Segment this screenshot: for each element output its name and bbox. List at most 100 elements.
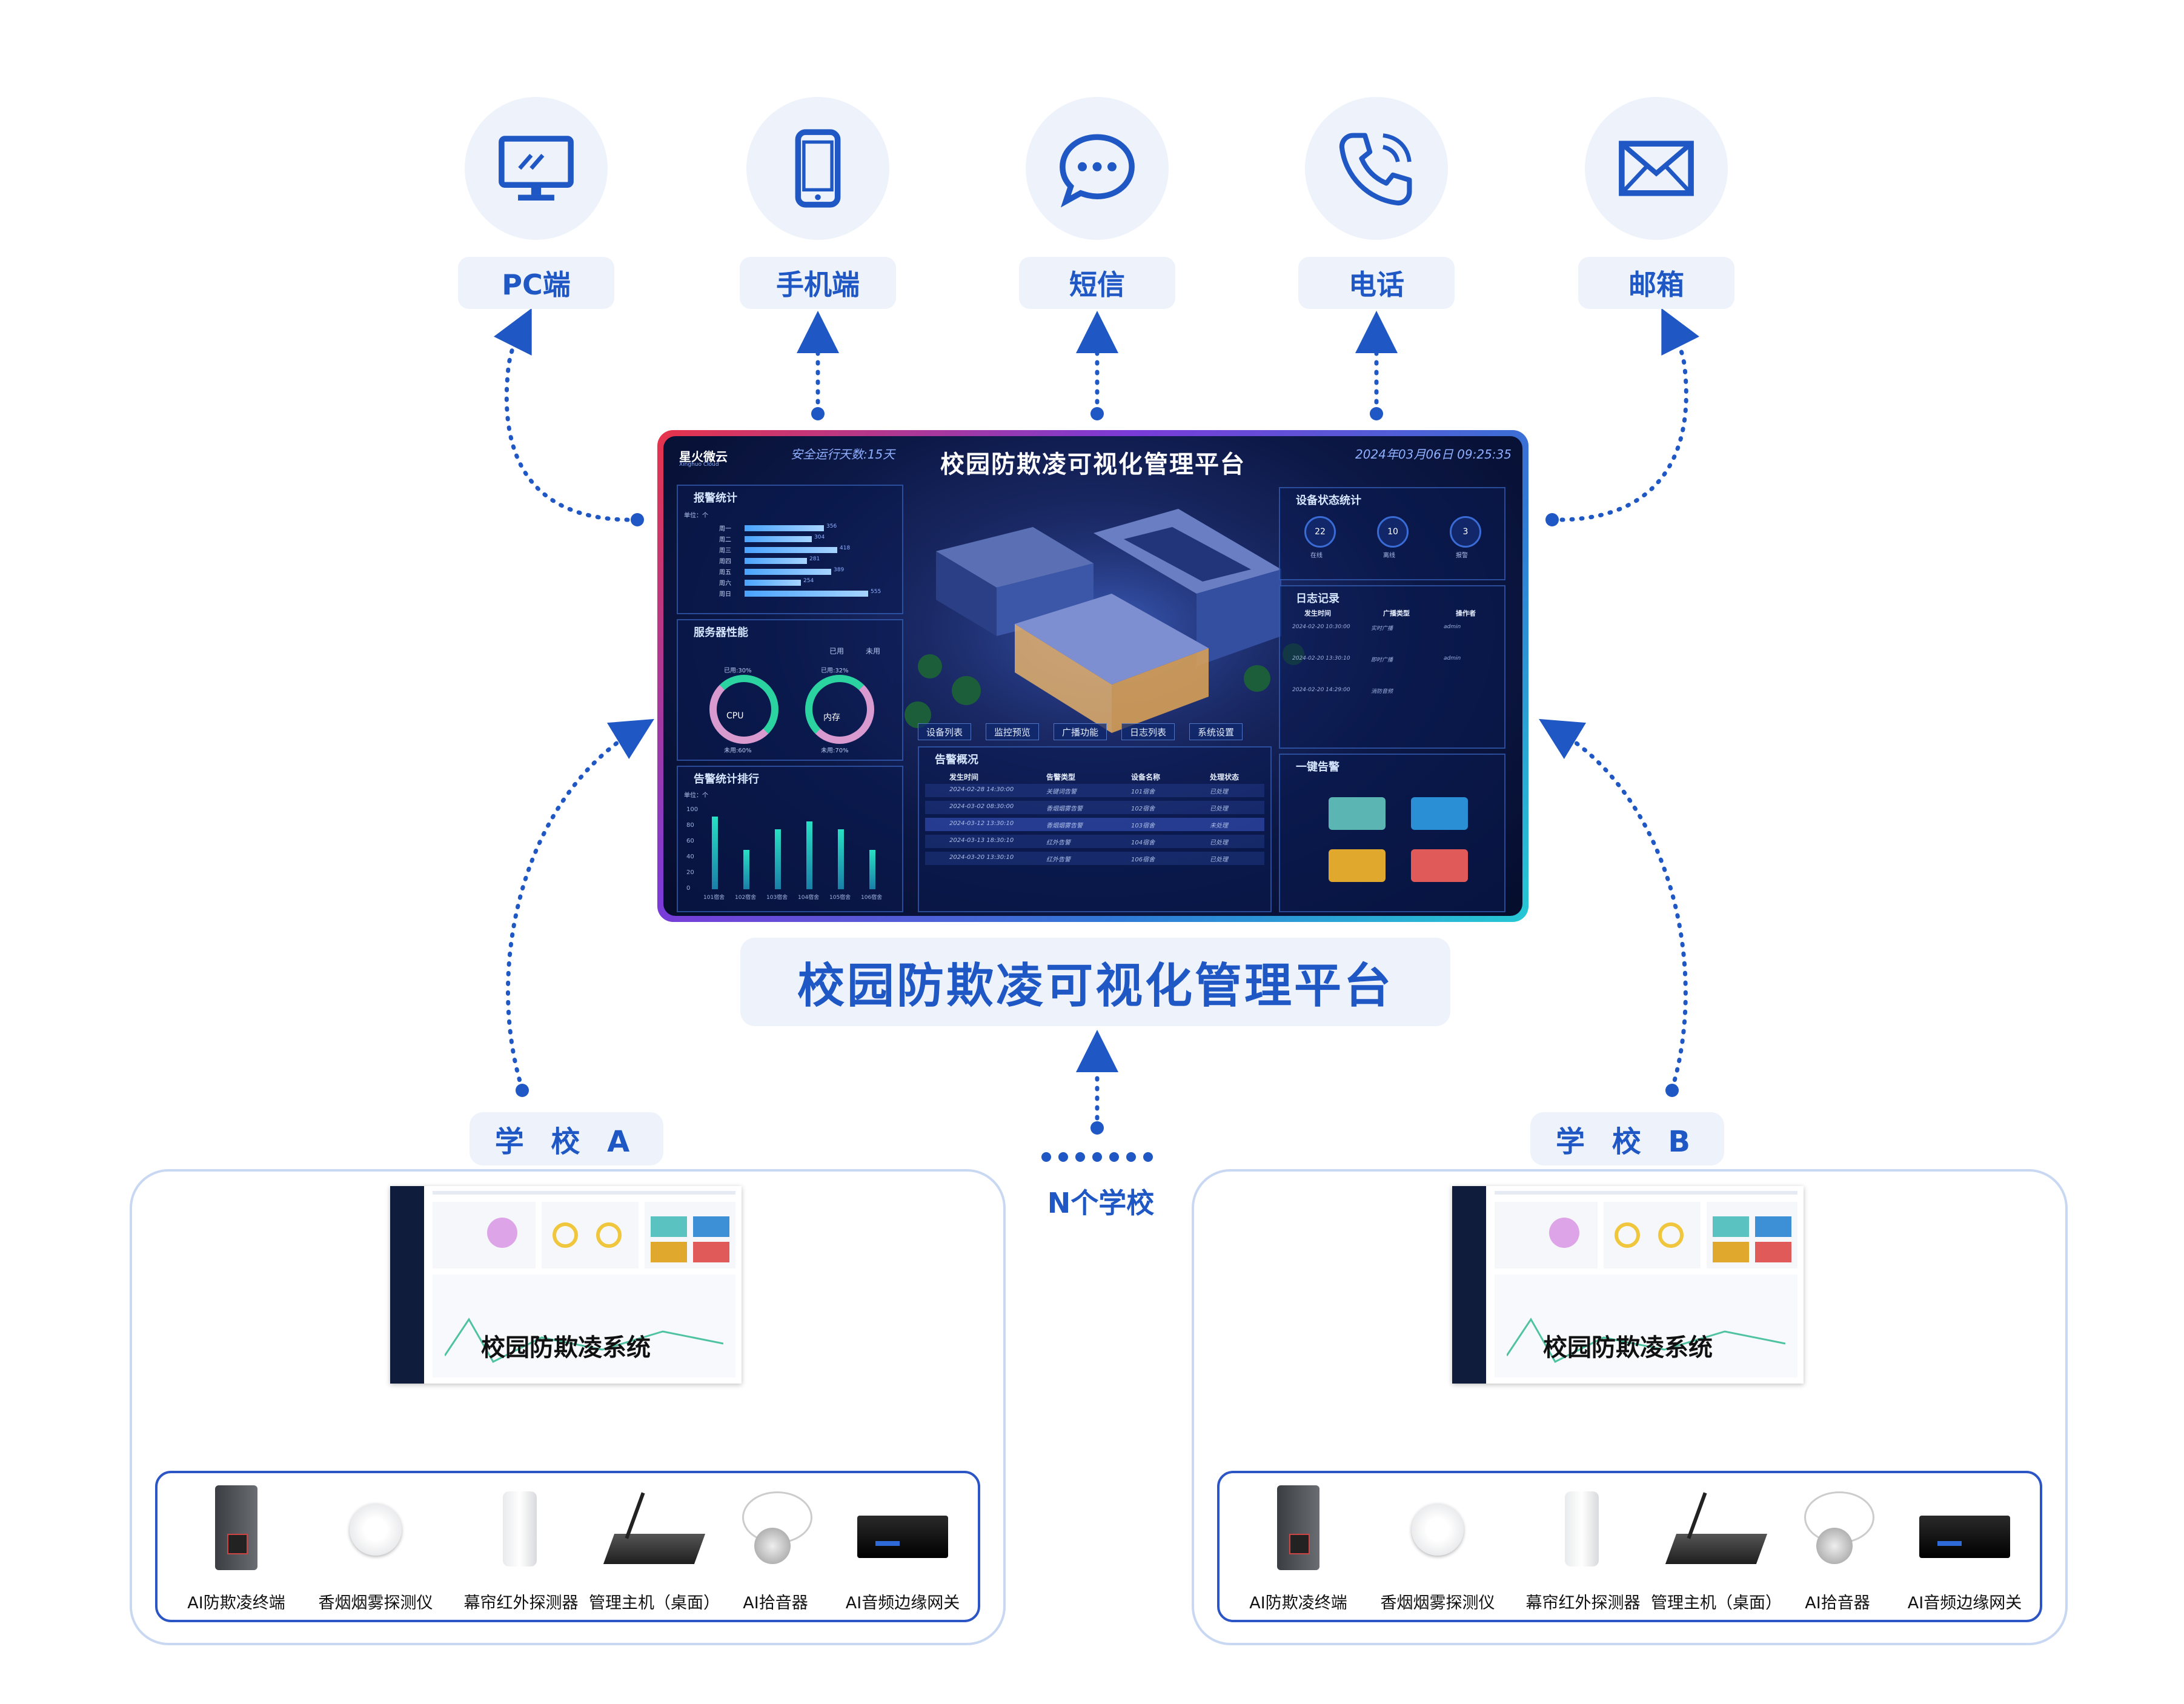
- school-b-device-label: 幕帘红外探测器: [1525, 1594, 1641, 1613]
- channel-label-phone: 电话: [1298, 257, 1455, 309]
- unit-label: 单位：个: [684, 512, 708, 519]
- alarm-row: [925, 818, 1264, 831]
- alarm-row: [925, 784, 1264, 797]
- dashboard-run-days: 安全运行天数:15天: [791, 447, 895, 462]
- rank-axis-tick: 40: [686, 854, 694, 860]
- log-cell: admin: [1444, 624, 1461, 630]
- alarm-cell: 101宿舍: [1131, 789, 1155, 795]
- week-label: 周六: [719, 580, 731, 587]
- week-bar: [745, 591, 868, 597]
- week-value: 304: [814, 534, 825, 540]
- dashboard-tab[interactable]: 监控预览: [986, 723, 1039, 740]
- platform-dashboard: 星火微云 Xinghuo Cloud 安全运行天数:15天 校园防欺凌可视化管理…: [657, 430, 1528, 922]
- dashboard-tab[interactable]: 广播功能: [1054, 723, 1107, 740]
- school-a-device-label: AI拾音器: [743, 1594, 808, 1613]
- dashboard-datetime: 2024年03月06日 09:25:35: [1355, 447, 1512, 462]
- week-bar: [745, 525, 824, 531]
- school-a-device-label: AI防欺凌终端: [187, 1594, 285, 1613]
- memory-ring: [805, 675, 874, 744]
- school-a-device-label: 香烟烟雾探测仪: [318, 1594, 433, 1613]
- smoke-detector-icon: [342, 1485, 409, 1576]
- memory-used: 已用:32%: [821, 668, 849, 674]
- alarm-cell: 2024-03-02 08:30:00: [949, 803, 1014, 810]
- microphone-icon: [1792, 1485, 1883, 1576]
- log-header: 广播类型: [1383, 609, 1410, 617]
- rank-axis-tick: 80: [686, 822, 694, 829]
- device-count-label: 报警: [1456, 552, 1468, 559]
- legend-free: 未用: [866, 647, 881, 655]
- week-bar: [745, 547, 837, 553]
- alarm-tile-3[interactable]: [1329, 849, 1386, 882]
- cpu-free: 未用:60%: [724, 748, 752, 754]
- log-cell: 2024-02-20 10:30:00: [1292, 624, 1350, 630]
- week-value: 356: [826, 523, 837, 529]
- week-label: 周二: [719, 537, 731, 543]
- dashboard-logo: 星火微云: [679, 449, 728, 464]
- alarm-cell: 已处理: [1210, 789, 1228, 795]
- alarm-header: 告警类型: [1046, 773, 1076, 781]
- dashboard-tab[interactable]: 系统设置: [1189, 723, 1243, 740]
- terminal-device-icon: [1265, 1485, 1332, 1576]
- alarm-cell: 2024-02-28 14:30:00: [949, 786, 1014, 793]
- school-b-device-label: AI拾音器: [1805, 1594, 1870, 1613]
- alarm-cell: 102宿舍: [1131, 806, 1155, 812]
- week-label: 周三: [719, 548, 731, 554]
- alarm-cell: 关键词告警: [1046, 789, 1077, 795]
- arrow-to-pc: [494, 308, 640, 522]
- alarm-cell: 2024-03-12 13:30:10: [949, 820, 1014, 827]
- panel-title-rank: 告警统计排行: [694, 773, 759, 786]
- alarm-cell: 未处理: [1210, 823, 1228, 829]
- alarm-tile-4[interactable]: [1411, 849, 1468, 882]
- school-b-device-label: 香烟烟雾探测仪: [1380, 1594, 1495, 1613]
- alarm-row: [925, 835, 1264, 848]
- week-label: 周四: [719, 559, 731, 565]
- rank-bar: [869, 850, 875, 889]
- device-count-label: 离线: [1383, 552, 1395, 559]
- school-a-device-label: 幕帘红外探测器: [463, 1594, 579, 1613]
- device-count-value: 10: [1377, 516, 1409, 548]
- channel-label-pc: PC端: [458, 257, 614, 309]
- log-cell: 消防音频: [1371, 689, 1393, 695]
- alarm-cell: 已处理: [1210, 857, 1228, 863]
- alarm-tile-2[interactable]: [1411, 797, 1468, 830]
- infrared-detector-icon: [1547, 1485, 1619, 1576]
- channel-label-mail: 邮箱: [1578, 257, 1734, 309]
- school-b-system-label: 校园防欺凌系统: [1543, 1334, 1713, 1362]
- rank-axis-tick: 0: [686, 885, 691, 892]
- dashboard-tab[interactable]: 设备列表: [918, 723, 971, 740]
- rank-axis-tick: 60: [686, 838, 694, 844]
- alarm-tile-1[interactable]: [1329, 797, 1386, 830]
- memory-free: 未用:70%: [821, 748, 849, 754]
- rank-category: 106宿舍: [861, 895, 883, 901]
- device-count-value: 22: [1304, 516, 1336, 548]
- arrow-schoolB-platform: [1539, 718, 1688, 1092]
- alarm-cell: 已处理: [1210, 806, 1228, 812]
- n-schools-label: N个学校: [1047, 1187, 1155, 1219]
- school-a-device-label: 管理主机（桌面）: [589, 1594, 720, 1613]
- gateway-icon: [1919, 1485, 2010, 1576]
- chat-bubble-icon: [1026, 97, 1169, 240]
- log-header: 操作者: [1456, 609, 1476, 617]
- gateway-icon: [857, 1485, 948, 1576]
- log-cell: 2024-02-20 14:29:00: [1292, 687, 1350, 693]
- rank-category: 105宿舍: [829, 895, 851, 901]
- panel-title-alarm-stats: 报警统计: [694, 492, 737, 505]
- school-b-label: 学 校 B: [1530, 1112, 1724, 1165]
- log-header: 发生时间: [1304, 609, 1331, 617]
- school-b-system-screen: 校园防欺凌系统: [1452, 1186, 1804, 1384]
- log-cell: 2024-02-20 13:30:10: [1292, 655, 1350, 661]
- dashboard-logo-sub: Xinghuo Cloud: [679, 462, 719, 468]
- rank-bar: [775, 829, 781, 889]
- channel-label-sms: 短信: [1019, 257, 1175, 309]
- dashboard-tab[interactable]: 日志列表: [1121, 723, 1175, 740]
- school-b-device-label: AI音频边缘网关: [1907, 1594, 2022, 1613]
